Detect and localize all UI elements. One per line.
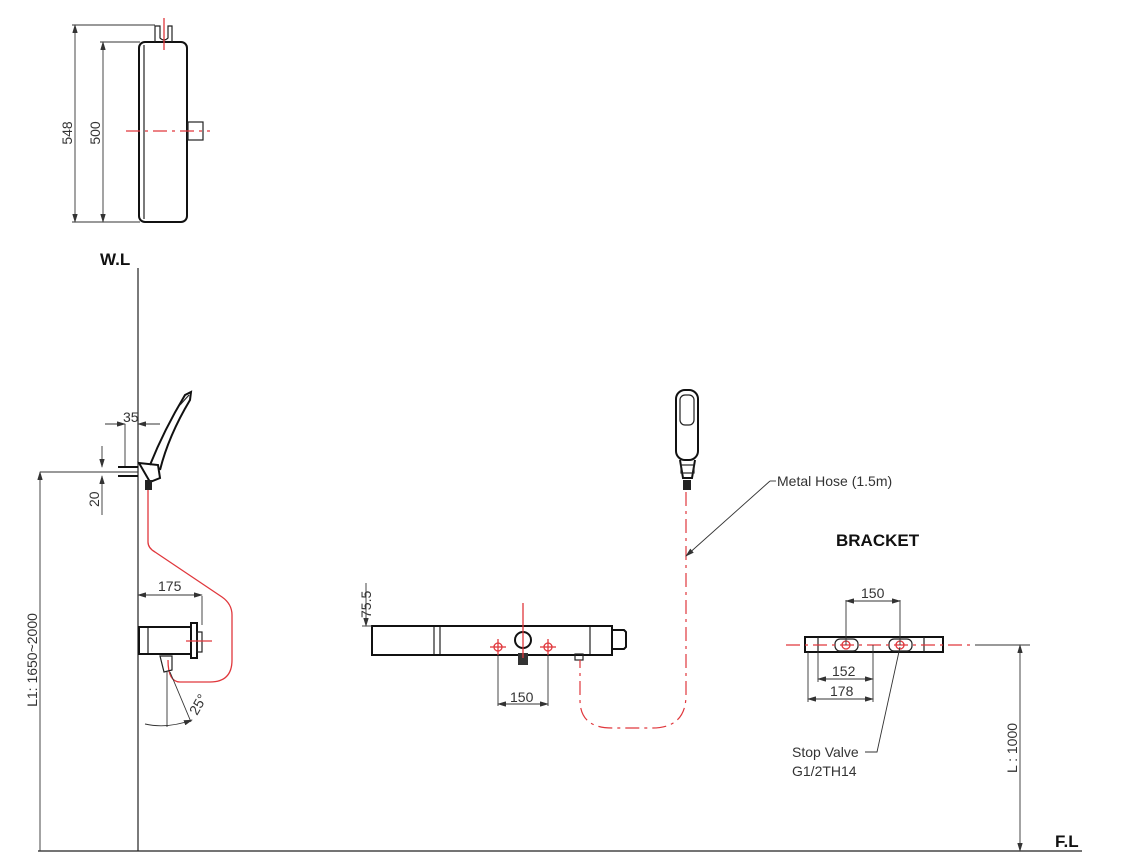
- stop-valve-label: Stop Valve: [792, 744, 859, 760]
- floor-line-label: F.L: [1055, 832, 1079, 851]
- dim-bracket-150: 150: [861, 585, 885, 601]
- bracket-title: BRACKET: [836, 531, 920, 550]
- dim-178: 178: [830, 683, 854, 699]
- dim-bar-150: 150: [510, 689, 534, 705]
- stop-valve-thread: G1/2TH14: [792, 763, 857, 779]
- dim-75-5: 75.5: [358, 591, 374, 618]
- dim-500: 500: [87, 121, 103, 145]
- dim-20: 20: [86, 491, 102, 507]
- dim-l-1000: L : 1000: [1004, 723, 1020, 773]
- bracket-view: BRACKET 150 152 178 Stop Valve G1/2TH14 …: [786, 531, 1030, 852]
- metal-hose-label: Metal Hose (1.5m): [777, 473, 892, 489]
- dim-angle: 25°: [186, 691, 210, 717]
- dim-175: 175: [158, 578, 182, 594]
- dim-152: 152: [832, 663, 856, 679]
- dim-l1: L1: 1650~2000: [24, 613, 40, 707]
- dim-35: 35: [123, 409, 139, 425]
- side-view: 35 20 L1: 1650~2000 175 25°: [24, 390, 233, 851]
- dim-548: 548: [59, 121, 75, 145]
- front-view: 150 75.5 Metal Hose (1.5m): [358, 389, 892, 729]
- top-view: 548 500: [59, 18, 210, 223]
- wall-line-label: W.L: [100, 250, 130, 269]
